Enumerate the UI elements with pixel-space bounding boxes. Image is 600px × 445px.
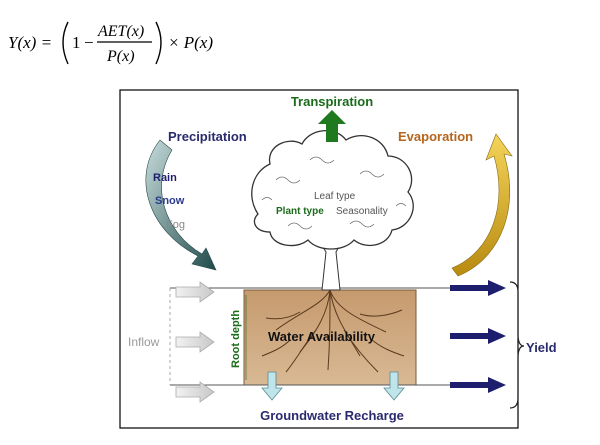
- inflow-arrows: [175, 281, 215, 403]
- root-depth-label: Root depth: [230, 310, 242, 368]
- yield-label: Yield: [526, 340, 557, 355]
- formula-minus: −: [84, 33, 94, 52]
- snow-label: Snow: [155, 195, 185, 207]
- evaporation-arrow: [451, 133, 513, 277]
- left-paren: [62, 21, 69, 65]
- transpiration-arrow: [318, 110, 346, 142]
- groundwater-recharge-label: Groundwater Recharge: [260, 408, 404, 423]
- yield-brace: [509, 281, 525, 409]
- formula-numerator: AET(x): [97, 23, 144, 40]
- tree-canopy: [251, 130, 414, 250]
- leaf-type-label: Leaf type: [314, 191, 356, 202]
- precipitation-label: Precipitation: [168, 129, 247, 144]
- water-availability-label: Water Availability: [268, 329, 376, 344]
- canopy-texture: [261, 156, 407, 230]
- transpiration-label: Transpiration: [291, 94, 373, 109]
- right-paren: [155, 21, 162, 65]
- formula-one: 1: [72, 33, 81, 52]
- inflow-label: Inflow: [128, 335, 160, 349]
- yield-formula: Y(x) = 1 − AET(x) P(x) × P(x): [8, 21, 213, 65]
- formula-denominator: P(x): [106, 48, 135, 65]
- formula-lhs: Y(x) =: [8, 33, 52, 52]
- seasonality-label: Seasonality: [336, 206, 388, 217]
- evaporation-label: Evaporation: [398, 129, 473, 144]
- fog-label: Fog: [166, 219, 185, 231]
- yield-arrows: [450, 280, 506, 393]
- formula-times: × P(x): [168, 33, 213, 52]
- rain-label: Rain: [153, 172, 177, 184]
- recharge-arrows: [261, 371, 405, 401]
- tree-roots: [261, 289, 405, 373]
- plant-type-label: Plant type: [276, 206, 324, 217]
